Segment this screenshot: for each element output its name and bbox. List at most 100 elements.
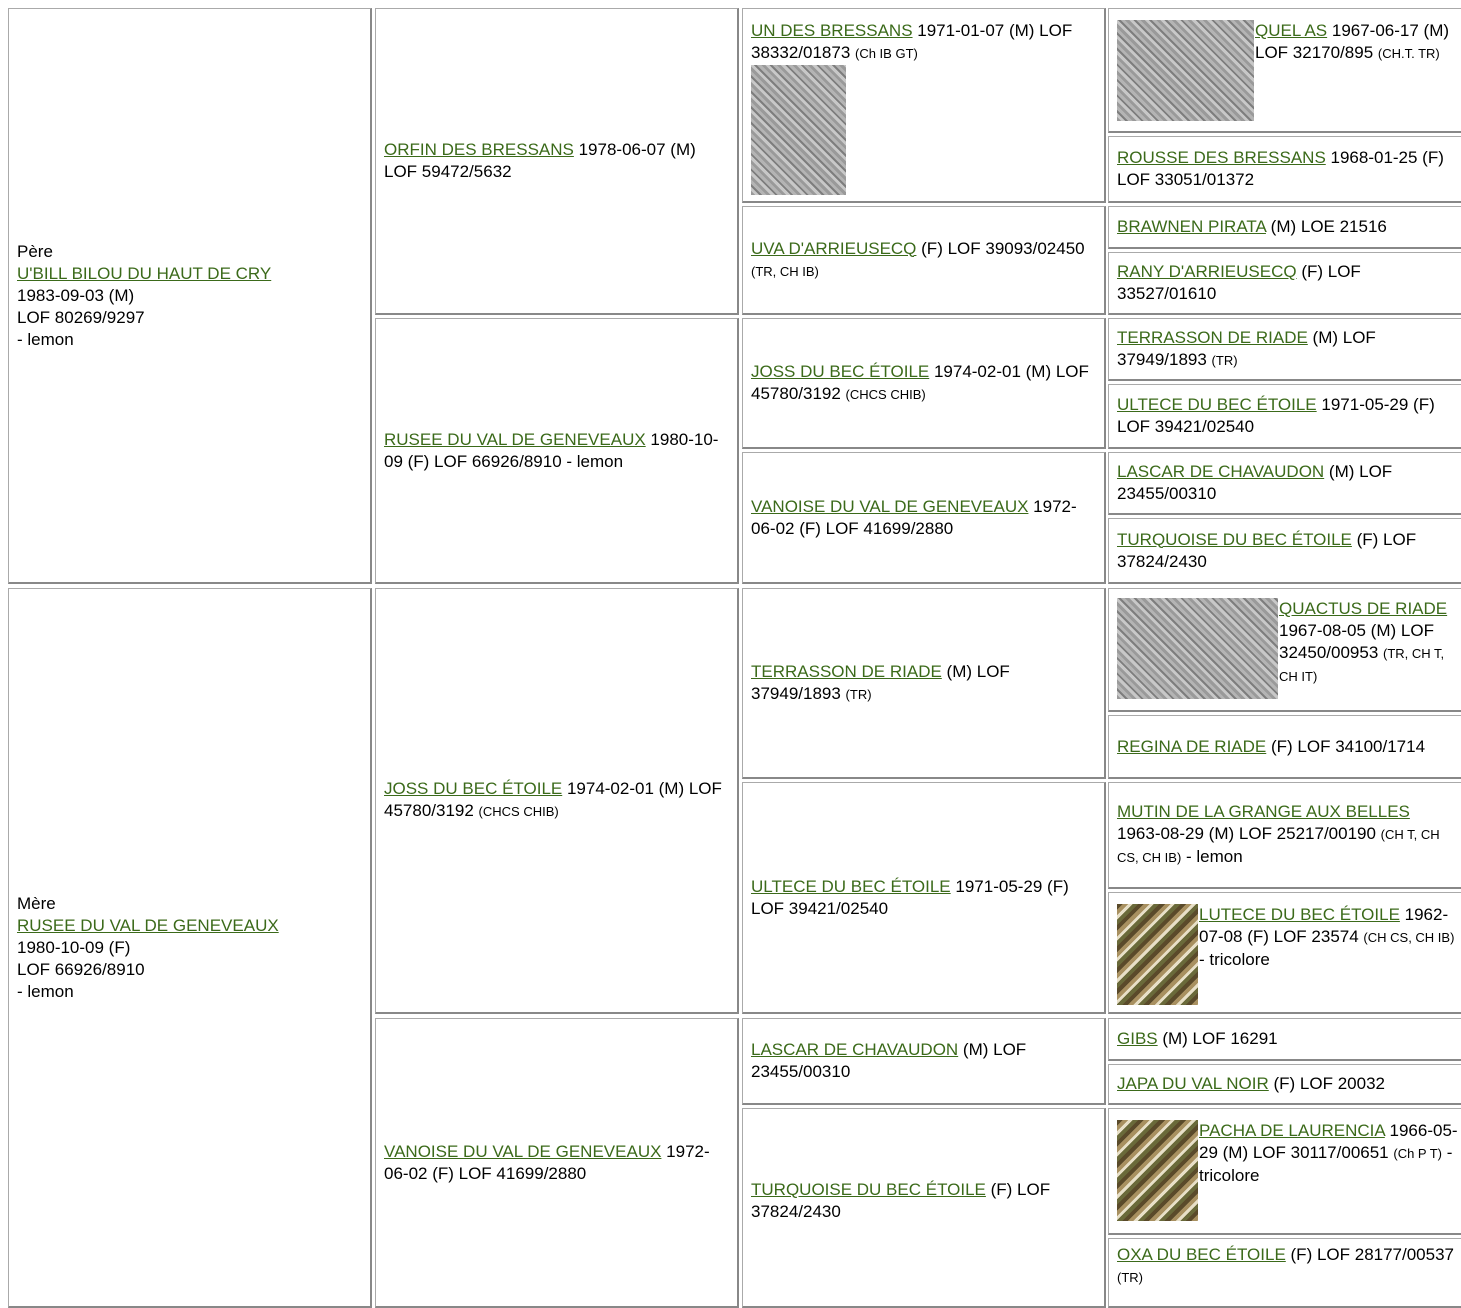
dog-name-link[interactable]: ROUSSE DES BRESSANS (1117, 148, 1326, 167)
ancestor-cell: ULTECE DU BEC ÉTOILE 1971-05-29 (F) LOF … (1108, 384, 1461, 449)
dog-name-link[interactable]: ORFIN DES BRESSANS (384, 140, 574, 159)
dog-photo[interactable] (1117, 20, 1254, 121)
great-grandparent-cell: ULTECE DU BEC ÉTOILE 1971-05-29 (F) LOF … (742, 782, 1106, 1014)
dog-name-link[interactable]: MUTIN DE LA GRANGE AUX BELLES (1117, 802, 1410, 821)
dog-photo[interactable] (751, 65, 846, 195)
dog-name-link[interactable]: QUACTUS DE RIADE (1279, 599, 1448, 618)
dam-cell: Mère RUSEE DU VAL DE GENEVEAUX 1980-10-0… (8, 588, 372, 1308)
dog-info: (F) LOF 37824/2430 (1117, 529, 1417, 571)
grandparent-cell: ORFIN DES BRESSANS 1978-06-07 (M) LOF 59… (375, 8, 739, 315)
dog-name-link[interactable]: UVA D'ARRIEUSECQ (751, 238, 917, 258)
ancestor-cell: TURQUOISE DU BEC ÉTOILE (F) LOF 37824/24… (1108, 518, 1461, 584)
dog-info: (F) LOF 20032 (1268, 1074, 1386, 1093)
ancestor-cell: TERRASSON DE RIADE (M) LOF 37949/1893 (T… (1108, 318, 1461, 381)
dam-color: - lemon (17, 981, 74, 1001)
dog-name-link[interactable]: UN DES BRESSANS (751, 21, 913, 40)
dog-name-link[interactable]: TURQUOISE DU BEC ÉTOILE (1117, 529, 1352, 549)
dog-name-link[interactable]: JOSS DU BEC ÉTOILE (751, 361, 930, 381)
dog-name-link[interactable]: RUSEE DU VAL DE GENEVEAUX (384, 429, 646, 449)
ancestor-cell: OXA DU BEC ÉTOILE (F) LOF 28177/00537 (T… (1108, 1238, 1461, 1308)
dog-titles: (TR, CH T, CH IT) (1279, 646, 1445, 684)
dog-name-link[interactable]: TERRASSON DE RIADE (1117, 327, 1308, 347)
dog-name-link[interactable]: LUTECE DU BEC ÉTOILE (1199, 905, 1400, 924)
dog-name-link[interactable]: JAPA DU VAL NOIR (1117, 1074, 1269, 1093)
dog-info: 1963-08-29 (M) LOF 25217/00190 (1117, 824, 1381, 843)
dog-name-link[interactable]: PACHA DE LAURENCIA (1199, 1121, 1385, 1140)
dog-photo[interactable] (1117, 1120, 1198, 1221)
dog-titles: (TR) (1211, 352, 1238, 368)
sire-name-link[interactable]: U'BILL BILOU DU HAUT DE CRY (17, 263, 272, 283)
dog-name-link[interactable]: ULTECE DU BEC ÉTOILE (751, 876, 951, 896)
dog-titles: (Ch P T) (1393, 1146, 1443, 1161)
dog-info: 1962-07-08 (F) LOF 23574 (1199, 905, 1449, 946)
dog-info: 1971-05-29 (F) LOF 39421/02540 (751, 876, 1069, 918)
ancestor-cell: PACHA DE LAURENCIA 1966-05-29 (M) LOF 30… (1108, 1108, 1461, 1235)
dog-titles: (CH T, CH CS, CH IB) (1117, 827, 1440, 865)
dog-titles: (TR, CH IB) (751, 263, 819, 279)
dam-label: Mère (17, 893, 56, 913)
dog-info: 1978-06-07 (M) LOF 59472/5632 (384, 140, 696, 181)
dog-color: - lemon (1181, 847, 1243, 866)
dog-info: (M) LOF 23455/00310 (1117, 462, 1393, 503)
ancestor-cell: RANY D'ARRIEUSECQ (F) LOF 33527/01610 (1108, 252, 1461, 315)
great-grandparent-cell: LASCAR DE CHAVAUDON (M) LOF 23455/00310 (742, 1018, 1106, 1105)
dog-titles: (CH CS, CH IB) (1363, 930, 1455, 945)
dog-name-link[interactable]: BRAWNEN PIRATA (1117, 217, 1266, 236)
dog-info: (F) LOF 34100/1714 (1266, 736, 1426, 756)
dog-info: 1966-05-29 (M) LOF 30117/00651 (1199, 1121, 1458, 1162)
dog-titles: (CH.T. TR) (1377, 46, 1440, 61)
dog-name-link[interactable]: REGINA DE RIADE (1117, 736, 1267, 756)
dog-name-link[interactable]: TURQUOISE DU BEC ÉTOILE (751, 1180, 986, 1199)
grandparent-cell: VANOISE DU VAL DE GENEVEAUX 1972-06-02 (… (375, 1018, 739, 1308)
dog-info: (F) LOF 37824/2430 (751, 1180, 1051, 1221)
sire-registration: LOF 80269/9297 (17, 307, 145, 327)
ancestor-cell: GIBS (M) LOF 16291 (1108, 1018, 1461, 1061)
dog-info: (M) LOF 37949/1893 (1117, 327, 1376, 369)
dog-name-link[interactable]: JOSS DU BEC ÉTOILE (384, 779, 563, 798)
dog-titles: (TR) (845, 686, 872, 702)
dog-name-link[interactable]: VANOISE DU VAL DE GENEVEAUX (384, 1141, 662, 1161)
dog-info: (F) LOF 39093/02450 (916, 238, 1085, 258)
sire-color: - lemon (17, 329, 74, 349)
great-grandparent-cell: UN DES BRESSANS 1971-01-07 (M) LOF 38332… (742, 8, 1106, 203)
ancestor-cell: REGINA DE RIADE (F) LOF 34100/1714 (1108, 715, 1461, 779)
dog-name-link[interactable]: GIBS (1117, 1029, 1158, 1048)
sire-cell: Père U'BILL BILOU DU HAUT DE CRY 1983-09… (8, 8, 372, 584)
sire-label: Père (17, 241, 53, 261)
great-grandparent-cell: VANOISE DU VAL DE GENEVEAUX 1972-06-02 (… (742, 452, 1106, 584)
dog-info: 1971-05-29 (F) LOF 39421/02540 (1117, 395, 1435, 436)
ancestor-cell: MUTIN DE LA GRANGE AUX BELLES 1963-08-29… (1108, 782, 1461, 889)
dam-registration: LOF 66926/8910 (17, 959, 145, 979)
dog-info: (F) LOF 28177/00537 (1285, 1244, 1455, 1264)
dog-info: 1971-01-07 (M) LOF 38332/01873 (751, 21, 1073, 62)
dog-name-link[interactable]: VANOISE DU VAL DE GENEVEAUX (751, 496, 1029, 516)
dog-info: (M) LOF 37949/1893 (751, 661, 1010, 703)
dog-name-link[interactable]: QUEL AS (1255, 21, 1328, 40)
dog-name-link[interactable]: TERRASSON DE RIADE (751, 661, 942, 681)
dog-info: 1974-02-01 (M) LOF 45780/3192 (751, 361, 1089, 403)
dog-name-link[interactable]: RANY D'ARRIEUSECQ (1117, 262, 1297, 281)
dam-name-link[interactable]: RUSEE DU VAL DE GENEVEAUX (17, 915, 279, 935)
dog-titles: (CHCS CHIB) (478, 804, 559, 819)
dog-name-link[interactable]: LASCAR DE CHAVAUDON (1117, 462, 1325, 481)
dog-name-link[interactable]: OXA DU BEC ÉTOILE (1117, 1244, 1286, 1264)
ancestor-cell: LUTECE DU BEC ÉTOILE 1962-07-08 (F) LOF … (1108, 892, 1461, 1014)
dog-photo[interactable] (1117, 598, 1278, 699)
great-grandparent-cell: UVA D'ARRIEUSECQ (F) LOF 39093/02450 (TR… (742, 206, 1106, 315)
dog-info: 1967-08-05 (M) LOF 32450/00953 (1279, 621, 1434, 662)
dog-name-link[interactable]: LASCAR DE CHAVAUDON (751, 1040, 959, 1059)
dog-titles: (TR) (1117, 1269, 1143, 1285)
dog-info: 1974-02-01 (M) LOF 45780/3192 (384, 779, 722, 820)
dog-info: 1980-10-09 (F) LOF 66926/8910 - lemon (384, 429, 719, 471)
grandparent-cell: JOSS DU BEC ÉTOILE 1974-02-01 (M) LOF 45… (375, 588, 739, 1014)
grandparent-cell: RUSEE DU VAL DE GENEVEAUX 1980-10-09 (F)… (375, 318, 739, 584)
ancestor-cell: QUEL AS 1967-06-17 (M) LOF 32170/895 (CH… (1108, 8, 1461, 133)
dog-name-link[interactable]: ULTECE DU BEC ÉTOILE (1117, 395, 1317, 414)
ancestor-cell: BRAWNEN PIRATA (M) LOE 21516 (1108, 206, 1461, 249)
dog-info: 1968-01-25 (F) LOF 33051/01372 (1117, 148, 1444, 189)
dog-info: (M) LOF 23455/00310 (751, 1040, 1027, 1081)
dog-info: 1972-06-02 (F) LOF 41699/2880 (751, 496, 1077, 538)
dog-info: (M) LOF 16291 (1157, 1029, 1278, 1048)
dog-photo[interactable] (1117, 904, 1198, 1005)
dam-birth: 1980-10-09 (F) (17, 937, 131, 957)
